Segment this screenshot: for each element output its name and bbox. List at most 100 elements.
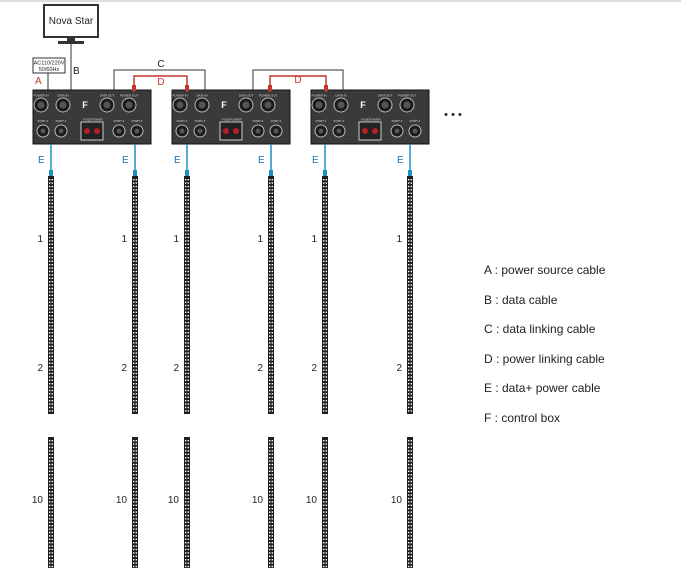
led-dot-left — [323, 264, 325, 266]
led-dot-left — [185, 396, 187, 398]
led-dot-right — [325, 497, 327, 500]
led-dot-right — [325, 400, 327, 402]
led-dot-right — [325, 304, 327, 307]
led-dot-right — [325, 396, 327, 398]
led-dot-right — [410, 223, 412, 225]
led-dot-right — [51, 497, 53, 500]
led-dot-right — [271, 480, 273, 483]
led-dot-right — [410, 453, 412, 455]
led-dot-right — [51, 223, 53, 225]
legend-item-c: C : data linking cable — [484, 322, 596, 336]
led-dot-left — [185, 369, 187, 371]
led-dot-left — [323, 199, 325, 201]
led-dot-left — [133, 219, 135, 222]
led-dot-right — [187, 243, 189, 245]
led-dot-left — [408, 372, 410, 375]
monitor: Nova Star — [43, 4, 99, 44]
led-dot-right — [187, 386, 189, 388]
led-dot-right — [325, 474, 327, 476]
led-dot-right — [187, 260, 189, 262]
led-dot-left — [269, 226, 271, 228]
led-dot-left — [185, 199, 187, 201]
led-dot-right — [51, 552, 53, 554]
led-dot-left — [185, 508, 187, 510]
led-dot-left — [49, 230, 51, 232]
bottom-connector-core-icon — [197, 128, 203, 134]
led-dot-left — [133, 223, 135, 225]
strip-number-label: 1 — [257, 234, 263, 245]
led-dot-right — [51, 213, 53, 215]
led-dot-left — [133, 281, 135, 283]
led-dot-right — [325, 216, 327, 218]
top-connector-core-icon — [315, 101, 323, 109]
led-dot-right — [51, 508, 53, 510]
led-dot-right — [325, 257, 327, 259]
led-dot-left — [323, 535, 325, 537]
led-dot-right — [325, 328, 327, 330]
led-dot-left — [133, 366, 135, 368]
led-dot-right — [410, 264, 412, 266]
led-dot-right — [51, 446, 53, 449]
led-dot-left — [408, 179, 410, 181]
led-dot-left — [133, 359, 135, 361]
top-connector-label: POWER IN — [172, 94, 187, 98]
led-dot-right — [410, 440, 412, 442]
led-dot-left — [408, 345, 410, 347]
led-dot-right — [325, 501, 327, 503]
led-dot-left — [185, 277, 187, 279]
led-dot-left — [408, 209, 410, 211]
led-dot-right — [410, 335, 412, 337]
led-dot-left — [185, 504, 187, 506]
led-dot-right — [410, 345, 412, 347]
led-dot-right — [187, 294, 189, 296]
led-dot-right — [271, 267, 273, 269]
led-dot-right — [410, 386, 412, 388]
strip-number-label: 1 — [121, 234, 127, 245]
led-dot-left — [185, 559, 187, 561]
led-dot-right — [135, 504, 137, 506]
led-dot-left — [408, 491, 410, 493]
led-dot-left — [185, 548, 187, 551]
led-dot-left — [133, 301, 135, 303]
top-connector-label: POWER IN — [311, 94, 326, 98]
led-dot-left — [185, 484, 187, 486]
led-dot-left — [323, 219, 325, 222]
led-dot-right — [410, 342, 412, 344]
cable-e-label: E — [397, 155, 404, 166]
led-dot-right — [51, 179, 53, 181]
led-dot-right — [271, 274, 273, 276]
led-dot-right — [187, 250, 189, 252]
led-dot-right — [187, 403, 189, 405]
led-dot-left — [269, 253, 271, 256]
led-dot-left — [185, 393, 187, 395]
led-dot-left — [408, 291, 410, 293]
led-dot-right — [135, 406, 137, 409]
led-dot-left — [408, 301, 410, 303]
led-dot-right — [271, 179, 273, 181]
led-dot-right — [325, 460, 327, 462]
power-switch-icon — [233, 128, 239, 134]
led-dot-right — [410, 559, 412, 561]
led-dot-left — [269, 548, 271, 551]
led-dot-left — [323, 321, 325, 324]
led-dot-right — [325, 260, 327, 262]
led-dot-left — [133, 185, 135, 188]
led-dot-right — [187, 453, 189, 455]
led-dot-right — [187, 410, 189, 412]
led-dot-right — [135, 470, 137, 472]
led-dot-right — [271, 342, 273, 344]
led-dot-right — [410, 396, 412, 398]
led-dot-right — [410, 542, 412, 544]
led-dot-left — [49, 389, 51, 392]
led-dot-left — [185, 349, 187, 351]
led-dot-right — [410, 213, 412, 215]
led-dot-left — [49, 304, 51, 307]
led-dot-left — [185, 250, 187, 252]
led-dot-right — [51, 565, 53, 568]
led-dot-right — [410, 463, 412, 466]
led-dot-right — [135, 230, 137, 232]
led-dot-right — [187, 223, 189, 225]
led-dot-right — [271, 528, 273, 530]
led-dot-right — [325, 179, 327, 181]
led-dot-right — [410, 298, 412, 300]
